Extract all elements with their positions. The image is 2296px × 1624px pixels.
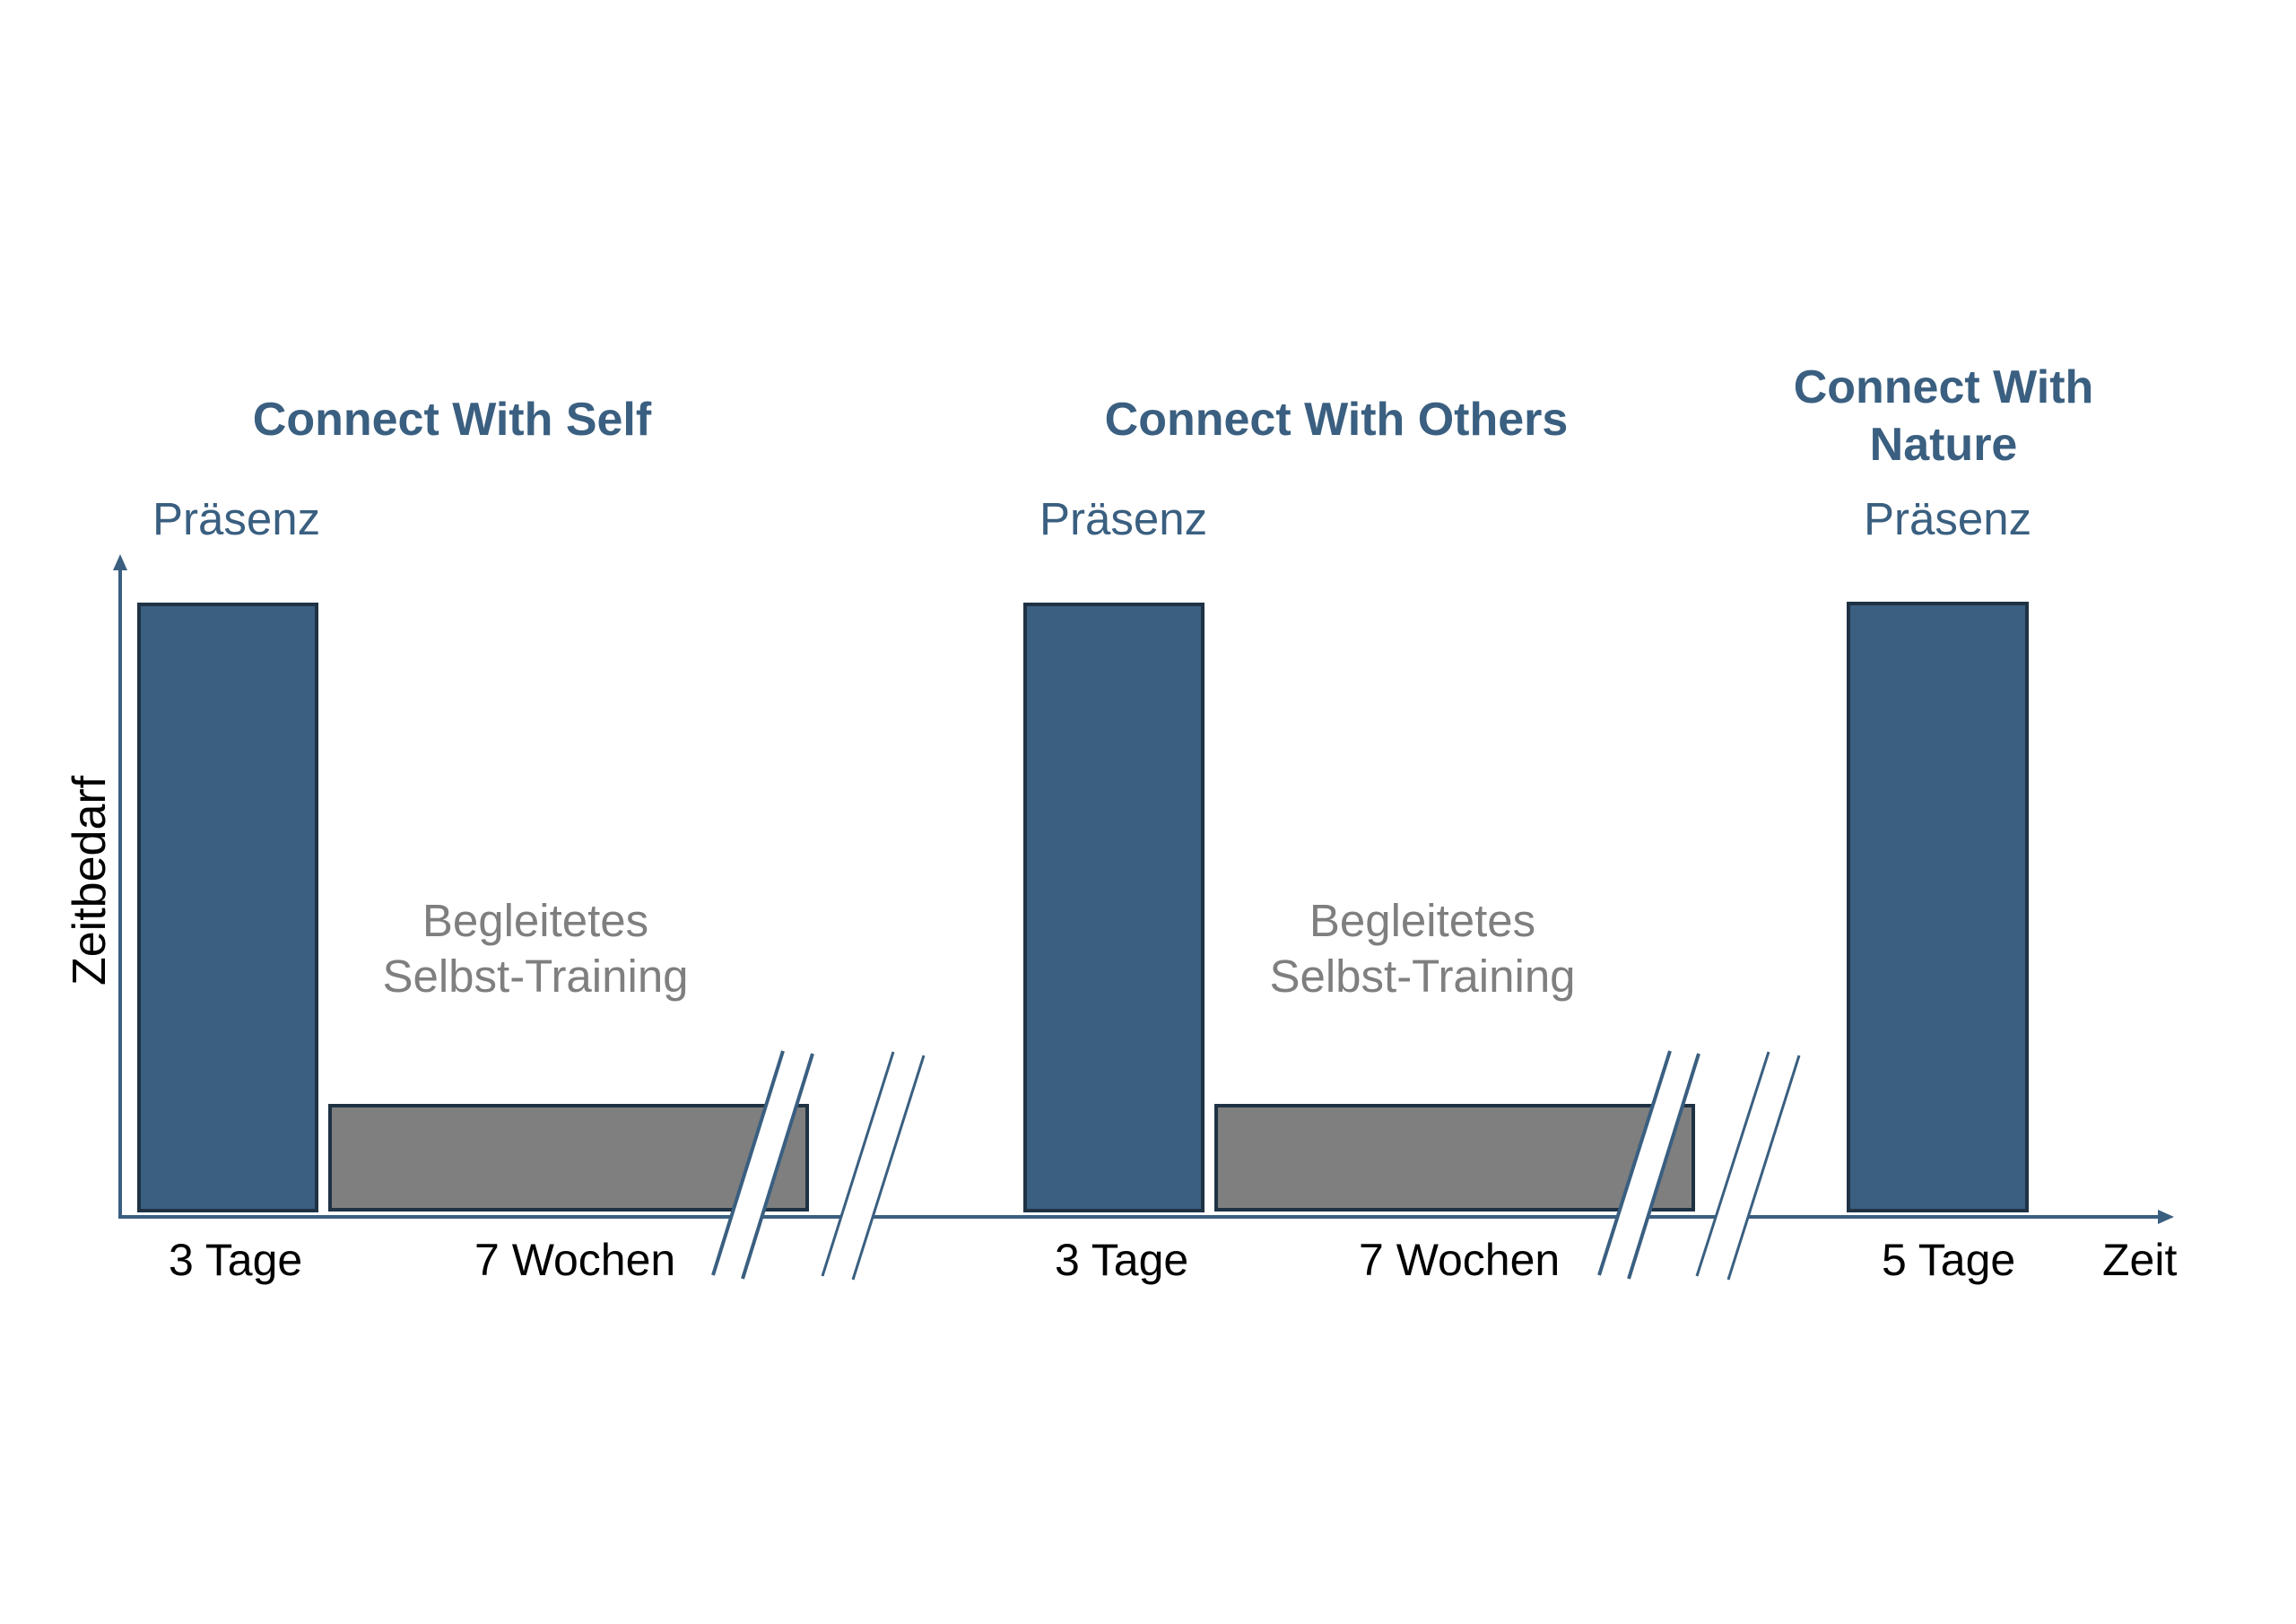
module-title-self: Connect With Self	[252, 394, 652, 446]
module-title-nature-line2: Nature	[1869, 419, 2018, 471]
phase-label-nature: Präsenz	[1864, 493, 2032, 544]
self-training-bar-others	[1214, 1104, 1695, 1211]
presence-bar-nature	[1847, 602, 2029, 1212]
self-training-label-others-line2: Selbst-Training	[1269, 951, 1576, 1002]
axis-break-others	[1597, 1050, 1801, 1281]
module-title-others: Connect With Others	[1104, 394, 1569, 446]
duration-label-others-presence: 3 Tage	[1055, 1235, 1189, 1285]
x-axis-arrow-icon	[2158, 1210, 2174, 1224]
duration-label-nature-presence: 5 Tage	[1882, 1235, 2016, 1285]
self-training-label-others-line1: Begleitetes	[1309, 895, 1536, 946]
presence-bar-others	[1023, 603, 1205, 1212]
axis-break-self	[711, 1050, 926, 1281]
phase-label-others: Präsenz	[1039, 493, 1208, 544]
duration-label-self-training: 7 Wochen	[474, 1235, 676, 1285]
y-axis-arrow-icon	[113, 554, 127, 570]
self-training-label-self-line1: Begleitetes	[422, 895, 649, 946]
duration-label-others-training: 7 Wochen	[1359, 1235, 1561, 1285]
presence-bar-self	[137, 603, 318, 1212]
y-axis	[113, 554, 127, 1218]
self-training-label-others: Begleitetes Selbst-Training	[1243, 893, 1602, 1004]
duration-label-self-presence: 3 Tage	[169, 1235, 303, 1285]
module-title-nature-line1: Connect With	[1793, 361, 2094, 413]
self-training-bar-self	[328, 1104, 809, 1211]
self-training-label-self-line2: Selbst-Training	[382, 951, 689, 1002]
x-axis	[118, 1210, 2174, 1224]
phase-label-self: Präsenz	[152, 493, 321, 544]
self-training-label-self: Begleitetes Selbst-Training	[356, 893, 715, 1004]
y-axis-label: Zeitbedarf	[64, 775, 116, 986]
x-axis-label: Zeit	[2102, 1235, 2178, 1285]
